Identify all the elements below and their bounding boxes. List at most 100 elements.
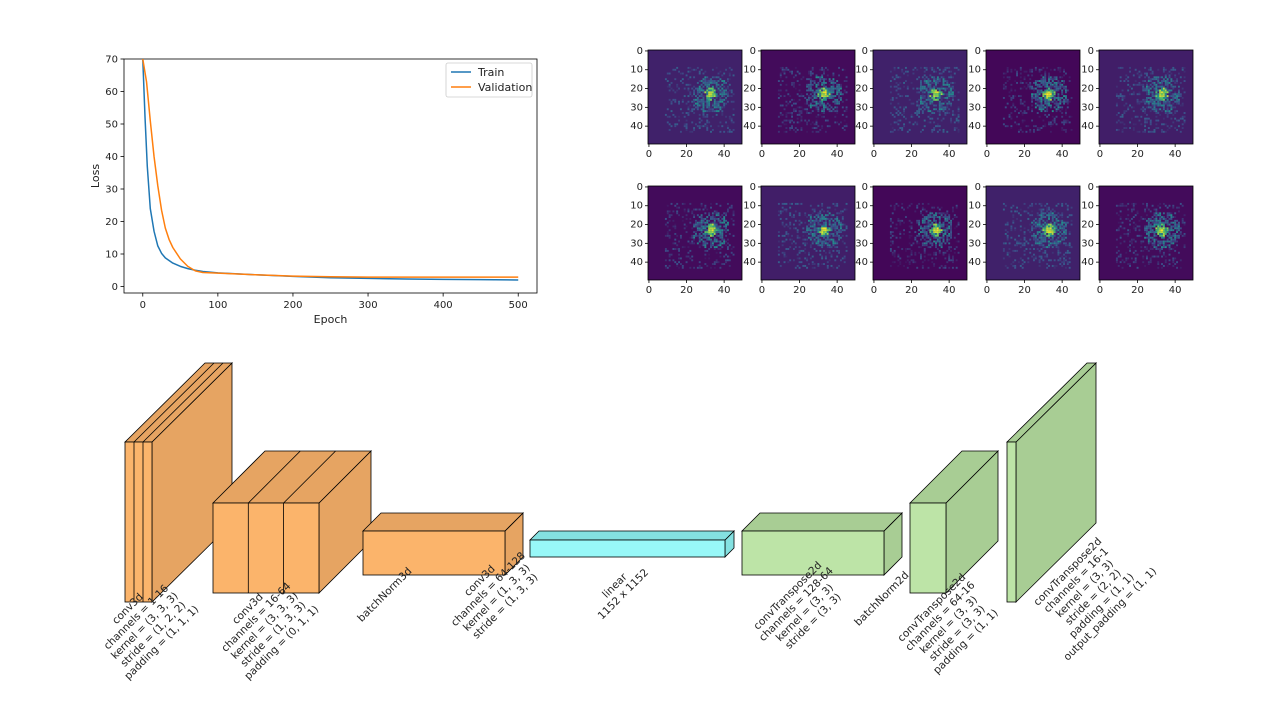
- heatmap-cell: [1119, 216, 1122, 219]
- heatmap-cell: [1176, 81, 1179, 84]
- heatmap-cell: [914, 251, 917, 254]
- heatmap-cell: [910, 249, 913, 252]
- heatmap-cell: [1057, 236, 1060, 239]
- heatmap-cell: [1153, 225, 1156, 228]
- heatmap-cell: [1164, 219, 1167, 222]
- y-axis-label: Loss: [89, 164, 102, 188]
- heatmap-cell: [1010, 225, 1013, 228]
- heatmap-cell: [813, 225, 816, 228]
- heatmap-cell: [670, 253, 673, 256]
- heatmap-cell: [828, 104, 831, 107]
- heatmap-cell: [1064, 72, 1067, 75]
- heatmap-cell: [1166, 100, 1169, 103]
- heatmap-cell: [704, 231, 707, 234]
- heatmap-cell: [946, 212, 949, 215]
- heatmap-cell: [1157, 240, 1160, 243]
- heatmap-cell: [715, 229, 718, 232]
- heatmap-cell: [1055, 244, 1058, 247]
- heatmap-cell: [715, 259, 718, 262]
- heatmap-cell: [1029, 248, 1032, 250]
- heatmap-cell: [726, 95, 729, 98]
- heatmap-cell: [1068, 244, 1071, 247]
- heatmap-cell: [834, 227, 837, 230]
- plot-frame: [123, 58, 538, 294]
- heatmap-cell: [704, 91, 707, 94]
- heatmap-cell: [698, 208, 701, 211]
- heatmap-cell: [808, 83, 810, 86]
- heatmap-cell: [689, 93, 692, 96]
- heatmap-cell: [813, 127, 816, 130]
- heatmap-cell: [1144, 264, 1147, 267]
- heatmap-cell: [789, 221, 792, 224]
- heatmap-cell: [1125, 74, 1128, 77]
- heatmap-cell: [1153, 100, 1156, 103]
- heatmap-cell: [811, 208, 814, 211]
- heatmap-cell: [681, 219, 684, 222]
- heatmap-cell: [927, 225, 930, 228]
- heatmap-cell: [1051, 91, 1054, 94]
- heatmap-cell: [1002, 83, 1005, 86]
- heatmap-cell: [1174, 223, 1177, 226]
- heatmap-cell: [935, 108, 937, 111]
- heatmap-cell: [1168, 89, 1171, 92]
- heatmap-cell: [918, 221, 921, 224]
- heatmap-cell: [918, 219, 921, 222]
- heatmap-cell: [1042, 66, 1045, 69]
- heatmap-cell: [1031, 119, 1034, 122]
- heatmap-cell: [944, 227, 947, 230]
- heatmap-cell: [804, 214, 807, 217]
- heatmap-cell: [935, 214, 937, 217]
- heatmap-cell: [1123, 95, 1126, 98]
- heatmap-cell: [1127, 208, 1130, 211]
- heatmap-cell: [1147, 89, 1150, 92]
- heatmap-cell: [938, 266, 941, 269]
- heatmap-cell: [681, 246, 684, 249]
- heatmap-cell: [1036, 83, 1039, 86]
- heatmap-cell: [719, 240, 722, 243]
- heatmap-cell: [946, 66, 949, 69]
- heatmap-cell: [1029, 204, 1032, 207]
- heatmap-cell: [800, 115, 803, 118]
- heatmap-cell: [1051, 89, 1054, 92]
- heatmap-cell: [815, 83, 818, 86]
- heatmap-cell: [1017, 261, 1020, 264]
- heatmap-cell: [726, 246, 729, 249]
- y-tick-label: 30: [743, 102, 756, 113]
- heatmap-cell: [908, 242, 911, 245]
- heatmap-cell: [929, 91, 932, 94]
- heatmap-cell: [828, 227, 831, 230]
- heatmap-cell: [931, 234, 934, 237]
- heatmap-cell: [1008, 76, 1011, 79]
- heatmap-cell: [821, 244, 824, 247]
- heatmap-cell: [1155, 217, 1158, 220]
- heatmap-cell: [834, 231, 837, 234]
- heatmap-cell: [817, 110, 820, 113]
- heatmap-cell: [908, 231, 911, 234]
- heatmap-cell: [1166, 223, 1169, 226]
- heatmap-cell: [931, 97, 934, 99]
- heatmap-cell: [704, 206, 707, 209]
- heatmap-cell: [897, 255, 900, 258]
- heatmap-cell: [899, 76, 902, 79]
- heatmap-cell: [1147, 229, 1150, 232]
- heatmap-cell: [1070, 206, 1073, 209]
- heatmap-cell: [1010, 263, 1013, 266]
- heatmap-cell: [938, 72, 941, 75]
- heatmap-cell: [1010, 112, 1013, 114]
- heatmap-cell: [942, 97, 945, 99]
- heatmap-cell: [813, 234, 816, 237]
- heatmap-cell: [1146, 206, 1148, 209]
- heatmap-cell: [668, 234, 671, 237]
- heatmap-cell: [821, 104, 824, 107]
- heatmap-cell: [1019, 68, 1022, 71]
- heatmap-cell: [1027, 108, 1030, 111]
- heatmap-cell: [723, 95, 726, 98]
- heatmap-cell: [1066, 261, 1069, 264]
- x-tick-label: 0: [140, 300, 146, 311]
- heatmap-cell: [830, 85, 833, 88]
- heatmap-cell: [1055, 221, 1058, 224]
- heatmap-cell: [1123, 80, 1126, 83]
- heatmap-cell: [1168, 74, 1171, 77]
- heatmap-cell: [1029, 214, 1032, 217]
